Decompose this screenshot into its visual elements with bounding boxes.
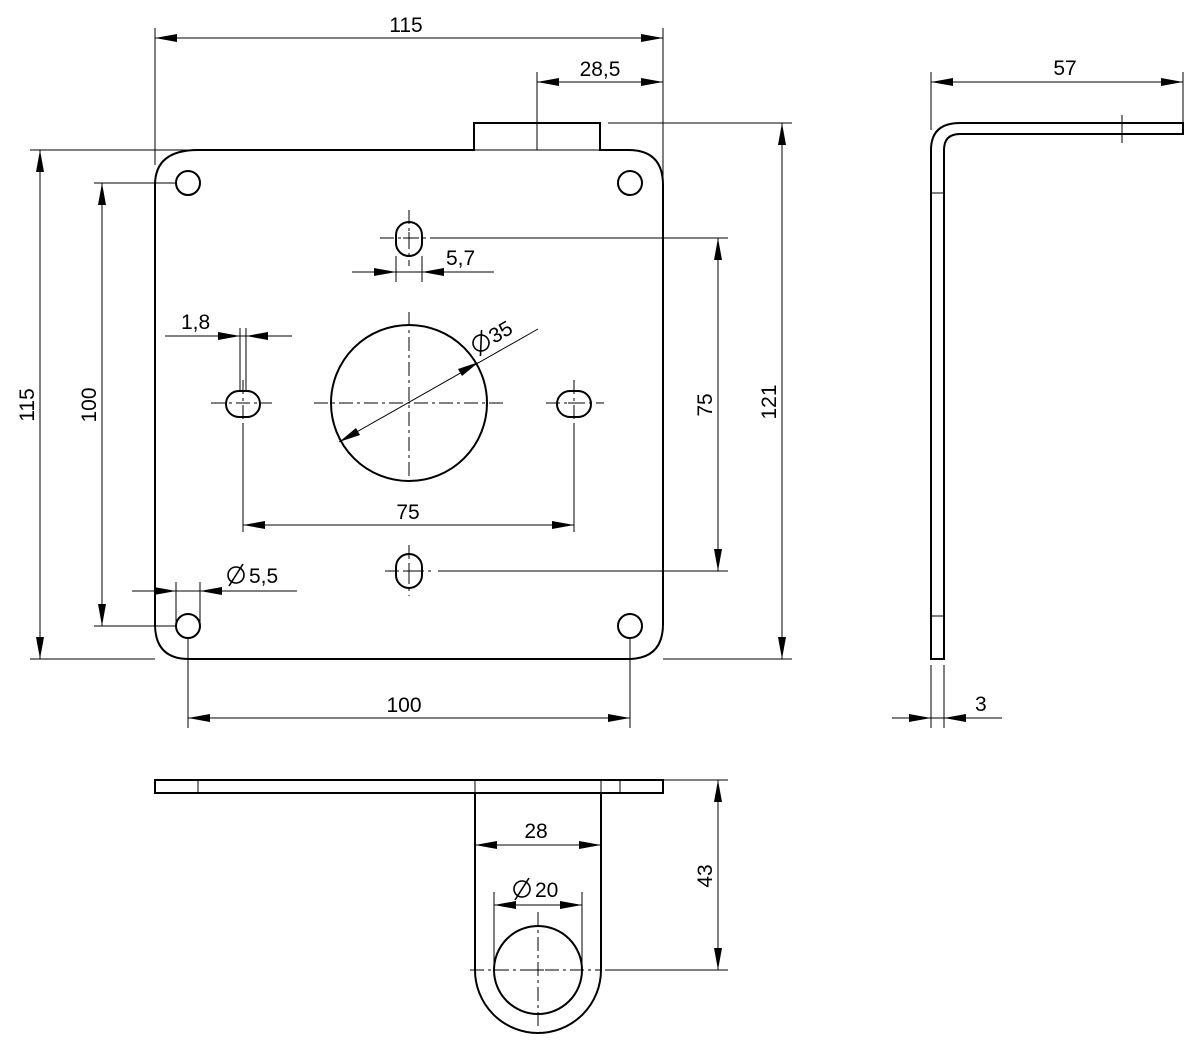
dim-slot-width: 5,7 bbox=[446, 247, 475, 270]
dim-tab-width: 28 bbox=[524, 820, 547, 843]
dim-thickness: 3 bbox=[975, 693, 987, 716]
mount-hole-bottom-right bbox=[617, 613, 643, 639]
dim-tab-hole-diameter: 20 bbox=[535, 879, 558, 902]
dim-plate-height-left: 115 bbox=[16, 388, 39, 421]
dim-hole-spacing-vertical: 100 bbox=[78, 387, 101, 422]
dim-slot-spacing-horizontal: 75 bbox=[396, 501, 419, 524]
tab-profile bbox=[474, 793, 602, 1034]
dim-slot-spacing-vertical: 75 bbox=[694, 393, 717, 416]
plate-outline bbox=[154, 122, 664, 660]
dim-tab-height: 43 bbox=[694, 864, 717, 887]
mount-hole-top-right bbox=[617, 170, 643, 196]
front-dimensions: 115 28,5 115 100 121 75 bbox=[16, 14, 792, 728]
bottom-view: 28 20 43 bbox=[154, 779, 728, 1034]
dim-flange-depth: 57 bbox=[1053, 57, 1076, 80]
mount-hole-top-left bbox=[175, 170, 201, 196]
dim-hole-spacing-horizontal: 100 bbox=[386, 694, 421, 717]
dim-total-height: 121 bbox=[758, 384, 781, 419]
side-profile bbox=[930, 122, 1184, 660]
dim-mount-hole-diameter: 5,5 bbox=[249, 565, 278, 588]
mount-hole-bottom-left bbox=[175, 613, 201, 639]
bottom-plate bbox=[154, 779, 664, 794]
dim-tab-offset: 28,5 bbox=[580, 58, 621, 81]
dim-plate-width-top: 115 bbox=[389, 14, 422, 37]
dim-slot-travel: 1,8 bbox=[181, 311, 210, 334]
front-view bbox=[154, 122, 664, 660]
side-view: 57 3 bbox=[892, 57, 1184, 728]
